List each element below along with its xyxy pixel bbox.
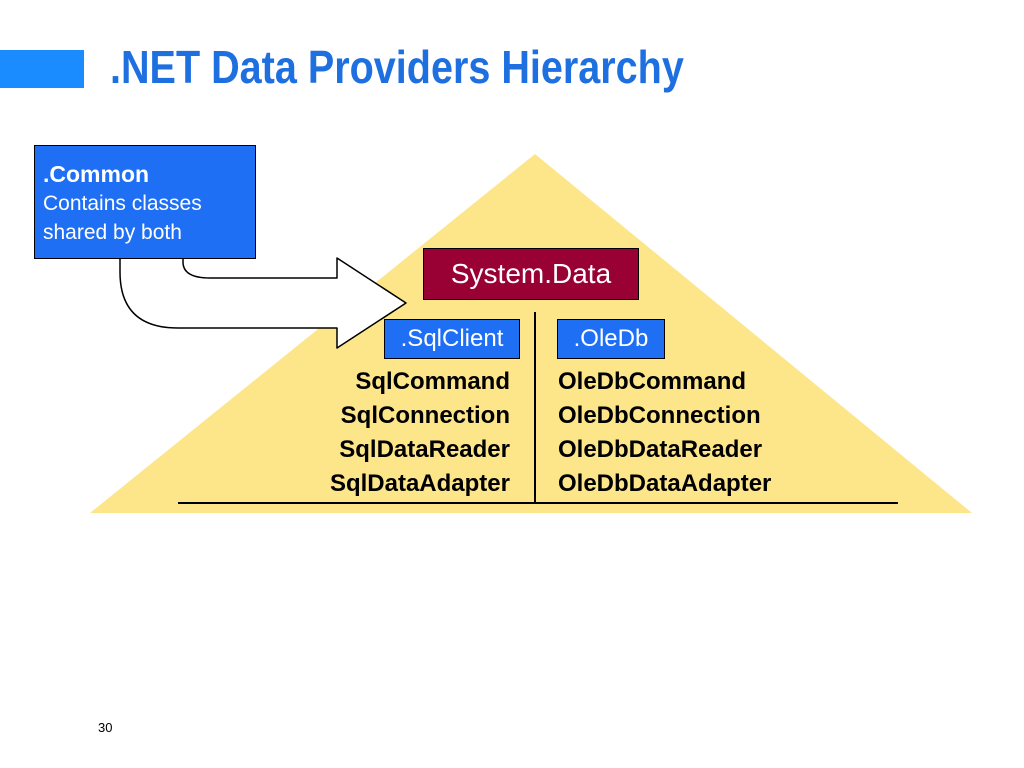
system-data-namespace-box: System.Data	[423, 248, 639, 300]
sqlclient-class-item: SqlDataReader	[339, 436, 510, 463]
oledb-class-item: OleDbDataReader	[558, 436, 763, 463]
page-number: 30	[98, 720, 113, 735]
common-namespace-callout: .Common Contains classes shared by both	[34, 145, 256, 259]
common-description-line-1: Contains classes	[43, 192, 202, 215]
slide-title: .NET Data Providers Hierarchy	[110, 41, 684, 93]
oledb-class-item: OleDbDataAdapter	[558, 470, 772, 497]
common-description-line-2: shared by both	[43, 221, 182, 244]
sqlclient-class-item: SqlConnection	[340, 402, 510, 429]
shared-classes-arrow	[119, 257, 407, 349]
oledb-class-item: OleDbCommand	[558, 368, 747, 395]
sqlclient-class-item: SqlCommand	[355, 368, 510, 395]
sqlclient-class-list: SqlCommand SqlConnection SqlDataReader S…	[330, 365, 510, 501]
title-accent-bar	[0, 50, 84, 88]
oledb-namespace-box: .OleDb	[557, 319, 665, 359]
common-namespace-title: .Common	[43, 161, 150, 187]
sqlclient-class-item: SqlDataAdapter	[329, 470, 510, 497]
hierarchy-triangle	[90, 154, 972, 513]
oledb-class-list: OleDbCommand OleDbConnection OleDbDataRe…	[558, 365, 771, 501]
sqlclient-namespace-box: .SqlClient	[384, 319, 520, 359]
oledb-class-item: OleDbConnection	[558, 402, 761, 429]
